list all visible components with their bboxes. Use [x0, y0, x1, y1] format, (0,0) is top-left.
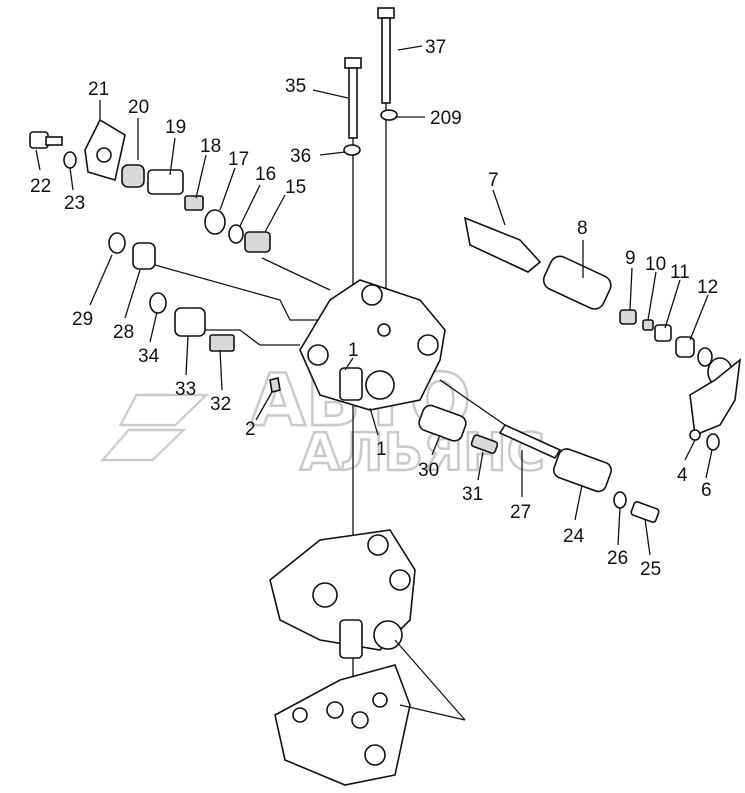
label-33: 34	[138, 346, 160, 367]
bolt-36	[377, 7, 395, 330]
label-7: 7	[488, 170, 499, 191]
label-18: 19	[165, 117, 186, 138]
label-4: 4	[677, 465, 688, 486]
label-1-lower: 1	[376, 439, 387, 460]
upper-valve-body	[299, 279, 446, 411]
label-32: 33	[175, 379, 196, 400]
label-22: 23	[64, 193, 85, 214]
label-8: 8	[577, 218, 588, 239]
label-12: 12	[697, 277, 718, 298]
label-21: 22	[30, 176, 51, 197]
label-15: 16	[255, 164, 276, 185]
label-23: 24	[563, 526, 585, 547]
label-9: 9	[625, 248, 636, 269]
part-labels: 35 37 36 209 21 20 19 18 17 16 15 22 23 …	[30, 37, 718, 580]
label-14: 15	[285, 177, 306, 198]
parts-right-upper	[463, 216, 742, 451]
label-19: 20	[128, 97, 149, 118]
label-28: 29	[72, 309, 93, 330]
label-6: 6	[701, 480, 712, 501]
parts-left-middle	[108, 232, 320, 393]
lower-valve-body	[269, 529, 466, 786]
label-20: 21	[88, 79, 109, 100]
parts-right-middle	[418, 379, 660, 523]
label-25: 26	[607, 548, 628, 569]
label-37: 209	[430, 108, 462, 129]
label-30: 31	[462, 484, 483, 505]
washer-37	[380, 109, 398, 121]
label-2: 2	[245, 419, 256, 440]
label-35: 36	[290, 146, 311, 167]
label-24: 25	[640, 559, 661, 580]
label-11: 11	[670, 262, 690, 283]
label-31: 32	[210, 394, 231, 415]
label-34: 35	[285, 76, 306, 97]
label-1-upper: 1	[348, 340, 359, 361]
label-17: 18	[200, 136, 221, 157]
label-26: 27	[510, 502, 531, 523]
washer-35	[343, 144, 361, 156]
watermark-logo-icon	[100, 393, 210, 462]
label-36: 37	[425, 37, 446, 58]
label-16: 17	[228, 149, 249, 170]
parts-upper-left	[29, 118, 331, 291]
label-10: 10	[645, 254, 666, 275]
leader-lines	[35, 45, 713, 556]
label-27: 28	[113, 322, 134, 343]
label-29: 30	[418, 460, 439, 481]
